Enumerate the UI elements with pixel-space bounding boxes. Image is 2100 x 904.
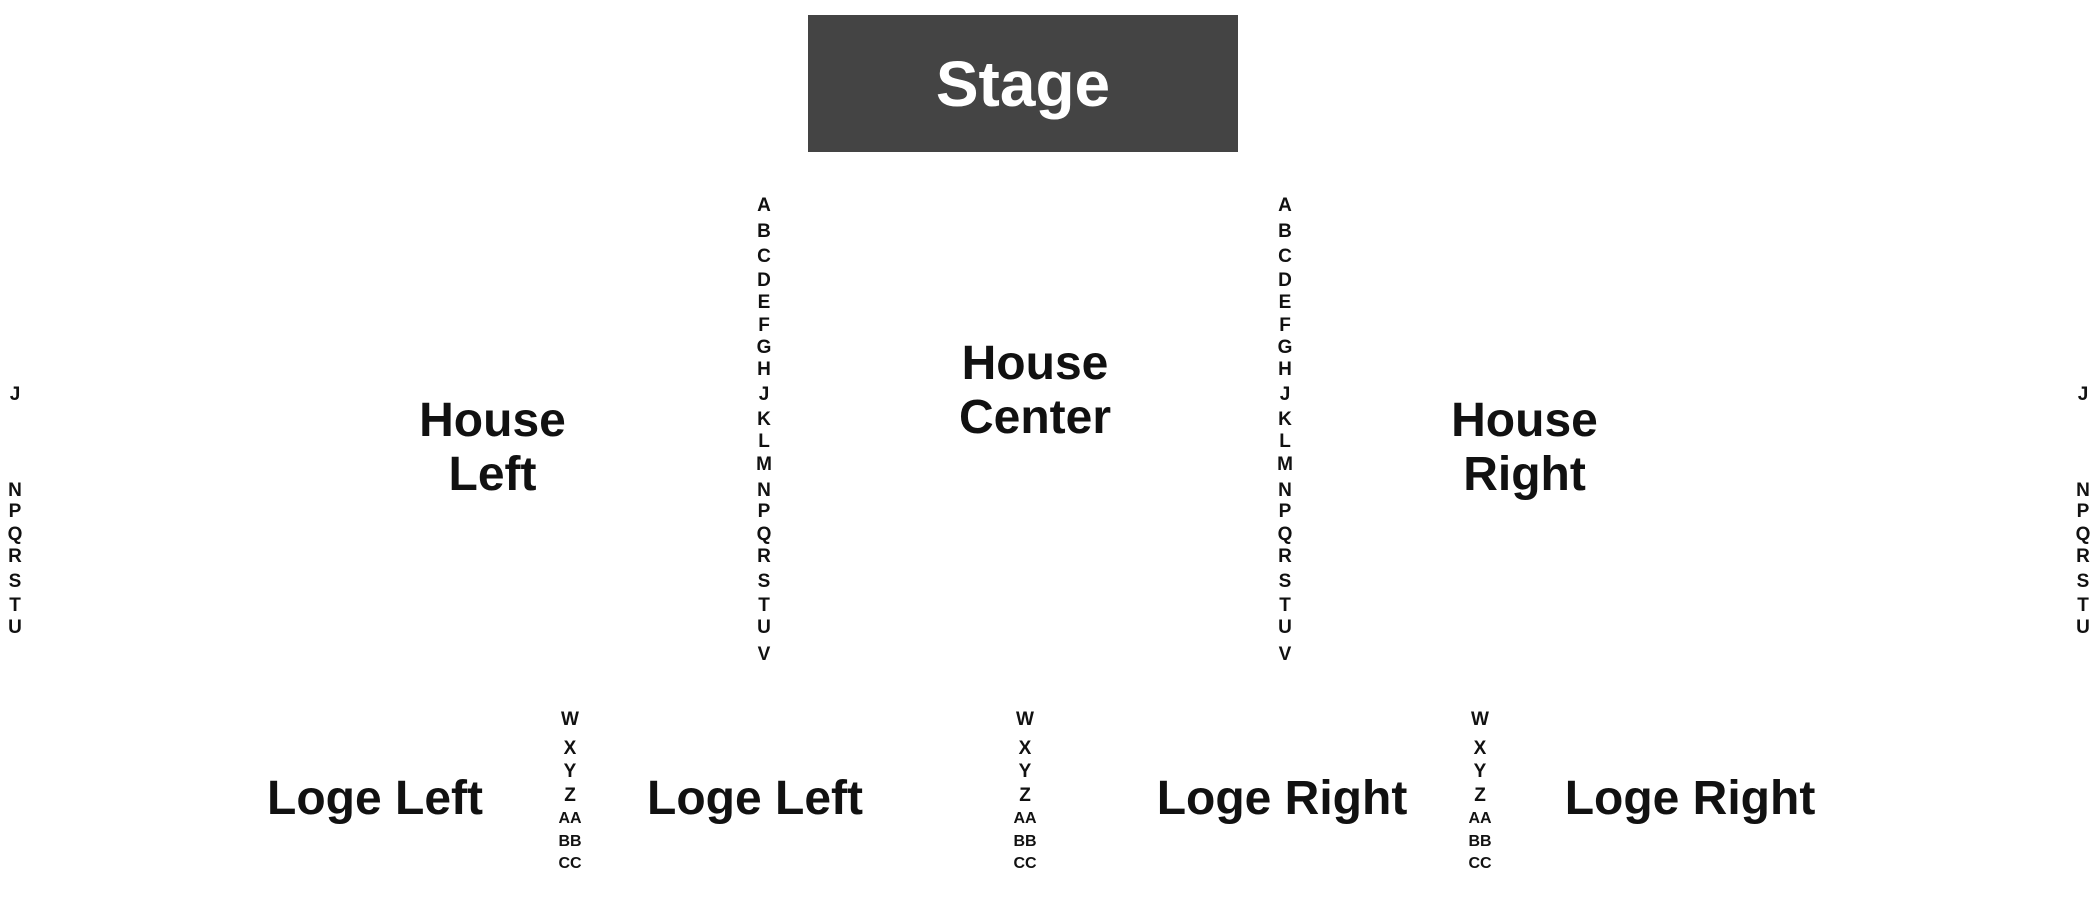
row-label: Z	[1474, 785, 1486, 806]
row-label: D	[757, 270, 771, 291]
row-label: J	[758, 384, 770, 405]
row-label: J	[9, 384, 21, 405]
section-house-center-line2: Center	[958, 391, 1112, 444]
row-label: S	[8, 571, 22, 592]
section-house-left[interactable]: House Left	[400, 394, 585, 502]
row-label: M	[1277, 454, 1293, 475]
row-label: P	[757, 501, 771, 522]
section-house-left-line2: Left	[448, 448, 537, 501]
row-label: CC	[1013, 855, 1037, 872]
row-label: U	[8, 617, 22, 638]
row-label: P	[2076, 501, 2090, 522]
section-loge-left-inner[interactable]: Loge Left	[647, 772, 863, 825]
row-label: R	[1278, 546, 1292, 567]
row-label: V	[757, 644, 771, 665]
row-label: Q	[2075, 524, 2091, 545]
section-house-right-line1: House	[1451, 394, 1598, 447]
row-label: X	[563, 738, 577, 759]
row-label: H	[757, 359, 771, 380]
row-label: P	[1278, 501, 1292, 522]
row-label: BB	[1013, 833, 1037, 850]
row-label: R	[8, 546, 22, 567]
row-label: M	[756, 454, 772, 475]
row-label: V	[1278, 644, 1292, 665]
row-label: N	[8, 480, 22, 501]
row-label: Q	[7, 524, 23, 545]
row-label: Y	[1473, 761, 1487, 782]
section-house-center-line1: House	[961, 337, 1109, 390]
row-label: Y	[1018, 761, 1032, 782]
row-label: Q	[1277, 524, 1293, 545]
section-house-center[interactable]: House Center	[940, 337, 1130, 445]
row-label: G	[1277, 337, 1293, 358]
row-label: N	[1278, 480, 1292, 501]
row-label: T	[2077, 595, 2089, 616]
row-label: F	[758, 315, 770, 336]
section-house-right-line2: Right	[1463, 448, 1586, 501]
row-label: L	[758, 431, 770, 452]
row-label: X	[1018, 738, 1032, 759]
row-label: N	[2076, 480, 2090, 501]
section-loge-right-inner[interactable]: Loge Right	[1156, 772, 1408, 825]
row-label: Q	[756, 524, 772, 545]
row-label: F	[1279, 315, 1291, 336]
row-label: A	[1278, 195, 1292, 216]
row-label: B	[1278, 221, 1292, 242]
row-label: C	[757, 246, 771, 267]
section-house-left-line1: House	[419, 394, 566, 447]
row-label: T	[9, 595, 21, 616]
row-label: R	[757, 546, 771, 567]
stage-label: Stage	[935, 47, 1111, 120]
row-label: P	[8, 501, 22, 522]
row-label: C	[1278, 246, 1292, 267]
row-label: E	[1278, 292, 1292, 313]
row-label: W	[1016, 709, 1034, 730]
row-label: T	[758, 595, 770, 616]
row-label: BB	[558, 833, 582, 850]
row-label: R	[2076, 546, 2090, 567]
row-label: L	[1279, 431, 1291, 452]
row-label: CC	[558, 855, 582, 872]
row-label: AA	[1013, 810, 1037, 827]
row-label: K	[757, 409, 771, 430]
row-label: J	[1279, 384, 1291, 405]
row-label: K	[1278, 409, 1292, 430]
row-label: Y	[563, 761, 577, 782]
row-label: AA	[1468, 810, 1492, 827]
stage-rect	[808, 15, 1238, 152]
section-loge-left-outer[interactable]: Loge Left	[267, 772, 483, 825]
row-label: S	[757, 571, 771, 592]
row-label: N	[757, 480, 771, 501]
row-label: S	[2076, 571, 2090, 592]
row-label: T	[1279, 595, 1291, 616]
row-label: B	[757, 221, 771, 242]
row-label: U	[757, 617, 771, 638]
row-label: X	[1473, 738, 1487, 759]
row-label: S	[1278, 571, 1292, 592]
row-label: A	[757, 195, 771, 216]
row-label: U	[1278, 617, 1292, 638]
row-label: D	[1278, 270, 1292, 291]
row-label: Z	[564, 785, 576, 806]
row-label: W	[1471, 709, 1489, 730]
row-label: H	[1278, 359, 1292, 380]
row-label: Z	[1019, 785, 1031, 806]
row-label: G	[756, 337, 772, 358]
section-loge-right-outer[interactable]: Loge Right	[1564, 772, 1816, 825]
row-label: W	[561, 709, 579, 730]
row-label: J	[2077, 384, 2089, 405]
row-label: CC	[1468, 855, 1492, 872]
row-label: U	[2076, 617, 2090, 638]
row-label: BB	[1468, 833, 1492, 850]
row-label: E	[757, 292, 771, 313]
row-label: AA	[558, 810, 582, 827]
section-house-right[interactable]: House Right	[1432, 394, 1617, 502]
